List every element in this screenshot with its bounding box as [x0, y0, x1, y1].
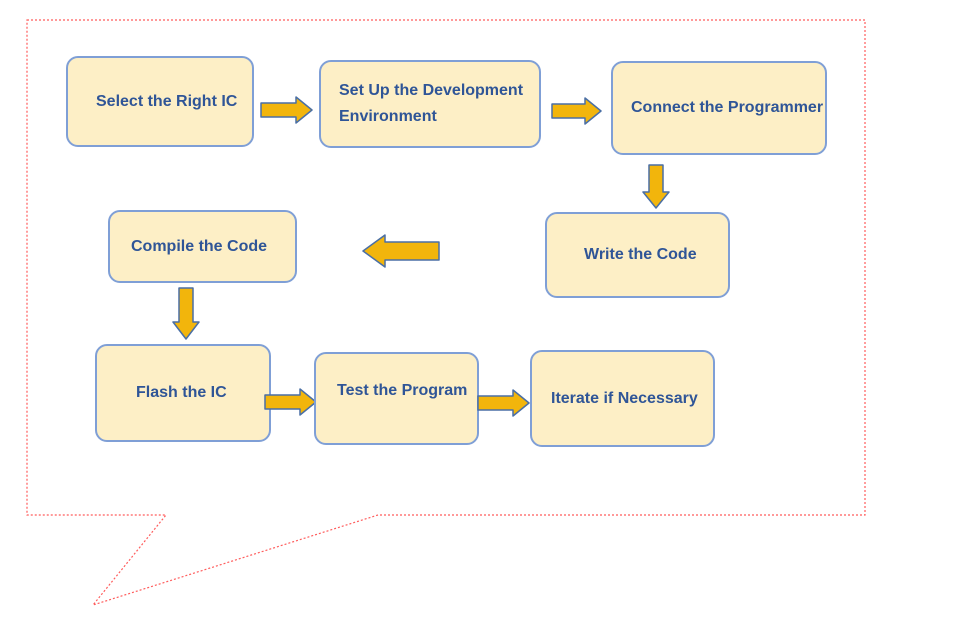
step-connect-the-programmer: Connect the Programmer	[611, 61, 827, 155]
step-label: Set Up the Development Environment	[339, 82, 524, 125]
step-label: Write the Code	[584, 246, 697, 263]
step-flash-the-ic: Flash the IC	[95, 344, 271, 442]
step-label: Flash the IC	[136, 384, 227, 401]
step-label: Compile the Code	[131, 237, 268, 255]
step-label: Connect the Programmer	[631, 99, 824, 116]
right-arrow-icon	[264, 388, 318, 416]
step-label: Select the Right IC	[96, 92, 238, 110]
step-set-up-development-environment: Set Up the Development Environment	[319, 60, 541, 148]
step-label: Iterate if Necessary	[551, 389, 698, 407]
step-select-right-ic: Select the Right IC	[66, 56, 254, 147]
right-arrow-icon	[477, 389, 531, 417]
step-write-the-code: Write the Code	[545, 212, 730, 298]
step-test-the-program: Test the Program	[314, 352, 479, 445]
left-arrow-icon	[361, 233, 441, 269]
step-iterate-if-necessary: Iterate if Necessary	[530, 350, 715, 447]
step-compile-the-code: Compile the Code	[108, 210, 297, 283]
right-arrow-icon	[260, 96, 314, 124]
down-arrow-icon	[642, 164, 670, 210]
step-label: Test the Program	[337, 381, 468, 399]
right-arrow-icon	[551, 97, 603, 125]
down-arrow-icon	[172, 287, 200, 341]
